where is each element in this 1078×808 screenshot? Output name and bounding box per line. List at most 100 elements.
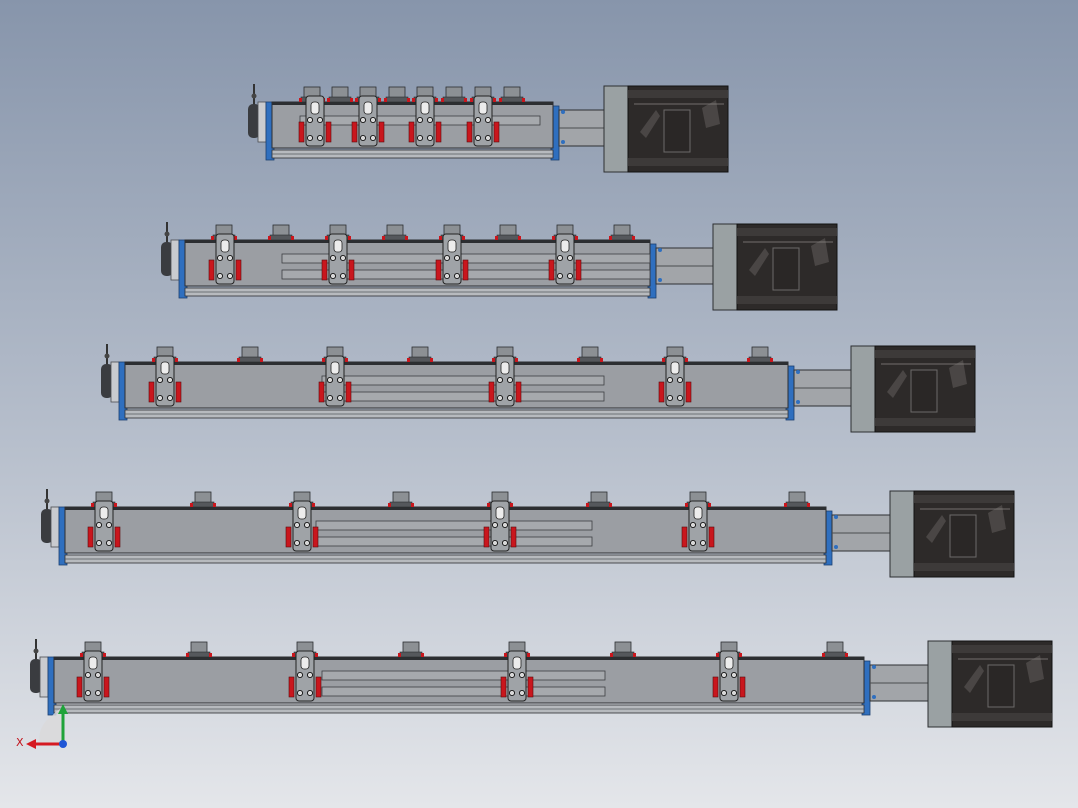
clamp-bolt (303, 539, 311, 547)
clamp-bolt (166, 394, 174, 402)
clamp-bolt (689, 521, 697, 529)
mounting-tab (495, 224, 521, 241)
tab-red-right (378, 98, 381, 102)
clamp-bolt (293, 521, 301, 529)
carriage-clamp (408, 95, 442, 147)
motor-label-window (663, 109, 691, 153)
clamp-slot-hole (500, 361, 510, 375)
clamp-jaw-right (114, 526, 121, 548)
carriage-clamp (681, 500, 715, 552)
clamp-jaw-left (408, 121, 415, 143)
clamp-bolt (699, 539, 707, 547)
tab-foot (823, 651, 847, 658)
clamp-bolt (306, 134, 314, 142)
tab-red-right (435, 98, 438, 102)
clamp-jaw-left (435, 259, 442, 281)
profile-top-edge (185, 240, 650, 243)
tab-red-right (462, 236, 465, 240)
motor-flange (927, 640, 953, 728)
motor-bottom-rib (737, 296, 837, 304)
mounting-tab (784, 491, 810, 508)
clamp-plate (555, 233, 575, 285)
clamp-bolt (556, 254, 564, 262)
clamp-slot-hole (160, 361, 170, 375)
clamp-bolt (518, 689, 526, 697)
tab-foot (587, 501, 611, 508)
y-axis-head (58, 704, 68, 714)
clamp-bolt (336, 376, 344, 384)
clamp-bolt (720, 671, 728, 679)
clamp-plate (490, 500, 510, 552)
clamp-slot-hole (724, 656, 734, 670)
clamp-bolt (306, 689, 314, 697)
clamp-plate (325, 355, 345, 407)
actuator-1 (248, 84, 729, 173)
tab-red-right (464, 98, 467, 102)
motor-facet (1026, 655, 1044, 683)
tab-foot (442, 96, 466, 103)
tab-red-right (103, 653, 106, 657)
tab-foot (385, 96, 409, 103)
clamp-bolt (95, 539, 103, 547)
clamp-bolt (216, 272, 224, 280)
tab-red-left (747, 358, 750, 362)
tab-foot (328, 96, 352, 103)
clamp-bolt (296, 671, 304, 679)
coupling-screw (872, 665, 876, 669)
tab-foot (408, 356, 432, 363)
tab-red-right (632, 236, 635, 240)
tab-red-right (234, 236, 237, 240)
tab-red-left (470, 98, 473, 102)
clamp-jaw-left (351, 121, 358, 143)
tab-foot (500, 96, 524, 103)
mounting-tab (186, 641, 212, 658)
tab-red-right (312, 503, 315, 507)
clamp-plate (305, 95, 325, 147)
tab-foot (748, 356, 772, 363)
clamp-bolt (336, 394, 344, 402)
clamp-slot-hole (447, 239, 457, 253)
handwheel (161, 242, 173, 276)
mounting-tab (747, 346, 773, 363)
carriage-clamp (148, 355, 182, 407)
carriage-clamp (466, 95, 500, 147)
clamp-bolt (506, 376, 514, 384)
motor-label-window (987, 664, 1015, 708)
tab-red-right (518, 236, 521, 240)
tab-red-right (407, 98, 410, 102)
clamp-jaw-right (235, 259, 242, 281)
clamp-jaw-right (510, 526, 517, 548)
tab-foot (383, 234, 407, 241)
carriage-clamp (87, 500, 121, 552)
carriage-clamp (500, 650, 534, 702)
clamp-bolt (326, 394, 334, 402)
tab-red-right (609, 503, 612, 507)
tab-red-right (708, 503, 711, 507)
clamp-slot-hole (330, 361, 340, 375)
clamp-bolt (699, 521, 707, 529)
clamp-plate (507, 650, 527, 702)
clamp-bolt (329, 272, 337, 280)
triad-plane (39, 708, 62, 744)
tab-red-right (315, 653, 318, 657)
motor-bottom-rib (875, 418, 975, 426)
tab-red-right (350, 98, 353, 102)
clamp-bolt (359, 134, 367, 142)
tab-red-left (268, 236, 271, 240)
clamp-bolt (306, 116, 314, 124)
carriage-clamp (435, 233, 469, 285)
clamp-jaw-left (321, 259, 328, 281)
carriage-clamp (285, 500, 319, 552)
clamp-jaw-left (208, 259, 215, 281)
clamp-bolt (166, 376, 174, 384)
clamp-jaw-right (515, 381, 522, 403)
knob-collar (170, 239, 180, 281)
tab-red-left (292, 653, 295, 657)
clamp-slot-hole (300, 656, 310, 670)
carriage-clamp (208, 233, 242, 285)
clamp-bolt (496, 394, 504, 402)
tab-red-left (190, 503, 193, 507)
clamp-jaw-right (435, 121, 442, 143)
tab-red-right (633, 653, 636, 657)
